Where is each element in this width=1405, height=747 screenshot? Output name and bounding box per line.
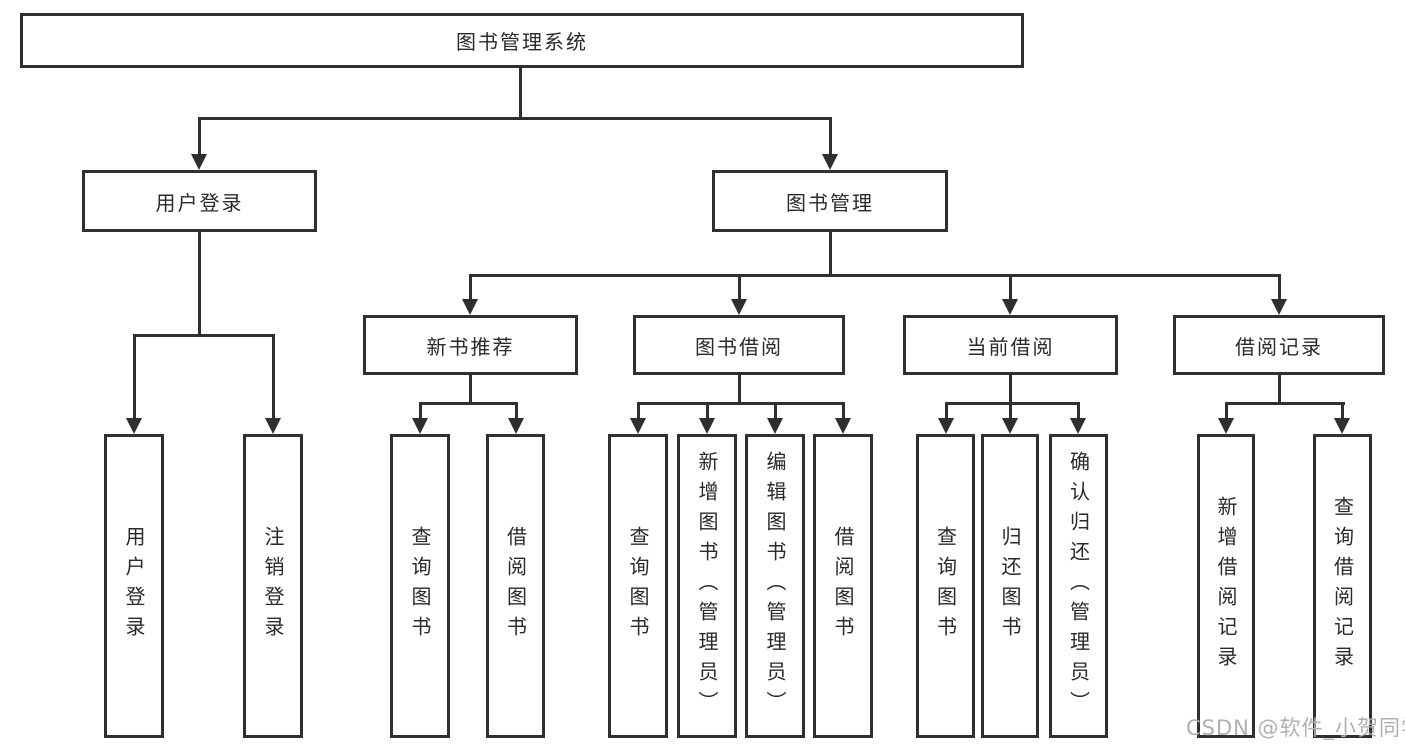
leaf-label: 查询图书 xyxy=(933,526,958,646)
arrow-down-icon xyxy=(1218,402,1234,434)
leaf-label: 查询图书 xyxy=(626,526,650,646)
connector-line xyxy=(1009,375,1012,405)
arrow-down-icon xyxy=(731,274,747,315)
node-label: 当前借阅 xyxy=(966,334,1055,359)
connector-line xyxy=(945,402,1080,405)
node-current-borrowing: 当前借阅 xyxy=(903,315,1118,375)
node-label: 图书管理 xyxy=(786,190,874,215)
leaf-label: 归还图书 xyxy=(998,526,1022,646)
node-book-borrowing: 图书借阅 xyxy=(633,315,845,375)
leaf-label: 编辑图书（管理员） xyxy=(763,451,787,721)
arrow-down-icon xyxy=(508,402,524,434)
node-user-login: 用户登录 xyxy=(82,170,317,232)
connector-line xyxy=(1225,402,1345,405)
leaf-label: 确认归还（管理员） xyxy=(1066,451,1091,721)
leaf-label: 注销登录 xyxy=(261,526,285,646)
leaf-query-books-current: 查询图书 xyxy=(916,434,975,738)
leaf-borrow-books-recommend: 借阅图书 xyxy=(486,434,545,738)
connector-line xyxy=(198,117,832,120)
arrow-down-icon xyxy=(699,402,715,434)
connector-line xyxy=(419,402,518,405)
node-label: 图书借阅 xyxy=(695,334,783,359)
arrow-down-icon xyxy=(938,402,954,434)
node-label: 借阅记录 xyxy=(1235,334,1323,359)
arrow-down-icon xyxy=(191,117,207,170)
leaf-query-borrow-record: 查询借阅记录 xyxy=(1313,434,1372,738)
node-borrowing-records: 借阅记录 xyxy=(1173,315,1385,375)
arrow-down-icon xyxy=(1002,274,1018,315)
leaf-confirm-return-admin: 确认归还（管理员） xyxy=(1049,434,1108,738)
leaf-label: 用户登录 xyxy=(122,526,146,646)
connector-line xyxy=(829,232,832,276)
arrow-down-icon xyxy=(835,402,851,434)
leaf-query-books-recommend: 查询图书 xyxy=(390,434,450,738)
connector-line xyxy=(1278,375,1281,405)
arrow-down-icon xyxy=(126,334,142,434)
connector-line xyxy=(519,68,522,120)
node-label: 图书管理系统 xyxy=(456,30,588,54)
arrow-down-icon xyxy=(265,334,281,434)
arrow-down-icon xyxy=(1002,402,1018,434)
connector-line xyxy=(738,375,741,405)
arrow-down-icon xyxy=(767,402,783,434)
connector-line xyxy=(133,334,275,337)
arrow-down-icon xyxy=(630,402,646,434)
node-new-book-recommendation: 新书推荐 xyxy=(363,315,578,375)
leaf-label: 借阅图书 xyxy=(503,526,528,646)
arrow-down-icon xyxy=(412,402,428,434)
leaf-label: 查询图书 xyxy=(408,526,432,646)
arrow-down-icon xyxy=(462,274,478,315)
arrow-down-icon xyxy=(822,117,838,170)
leaf-add-borrow-record: 新增借阅记录 xyxy=(1197,434,1255,738)
leaf-logout: 注销登录 xyxy=(243,434,303,738)
leaf-edit-books-admin: 编辑图书（管理员） xyxy=(745,434,805,738)
node-library-management-system: 图书管理系统 xyxy=(20,13,1024,68)
leaf-label: 借阅图书 xyxy=(831,526,855,646)
arrow-down-icon xyxy=(1271,274,1287,315)
leaf-label: 新增图书（管理员） xyxy=(695,451,719,721)
arrow-down-icon xyxy=(1334,402,1350,434)
connector-line xyxy=(469,274,1281,277)
leaf-borrow-books: 借阅图书 xyxy=(813,434,873,738)
leaf-return-books: 归还图书 xyxy=(981,434,1039,738)
node-book-management: 图书管理 xyxy=(712,170,948,232)
node-label: 新书推荐 xyxy=(426,334,515,359)
leaf-label: 查询借阅记录 xyxy=(1330,496,1355,676)
leaf-query-books: 查询图书 xyxy=(608,434,668,738)
arrow-down-icon xyxy=(1070,402,1086,434)
connector-line xyxy=(198,232,201,337)
watermark: CSDN @软件_小贺同学 xyxy=(1186,716,1405,740)
leaf-add-books-admin: 新增图书（管理员） xyxy=(677,434,737,738)
node-label: 用户登录 xyxy=(155,190,244,215)
connector-line xyxy=(469,375,472,405)
connector-line xyxy=(637,402,845,405)
leaf-user-login: 用户登录 xyxy=(104,434,164,738)
leaf-label: 新增借阅记录 xyxy=(1214,496,1238,676)
